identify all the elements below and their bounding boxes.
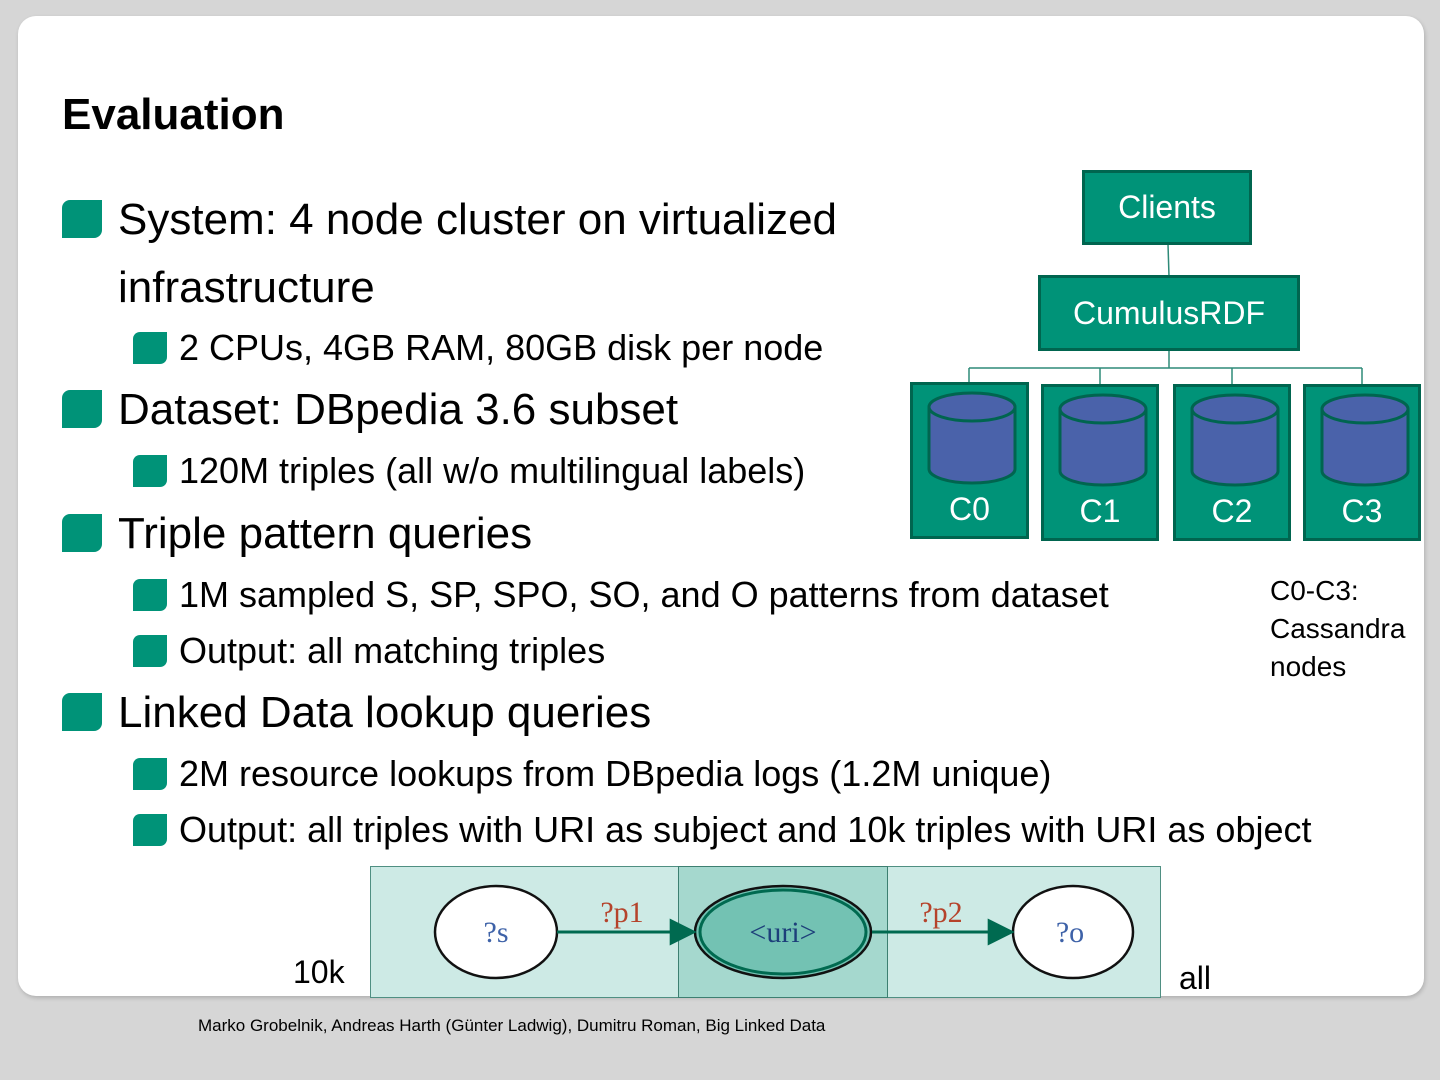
bullet-triple-sub2-text: Output: all matching triples bbox=[179, 630, 606, 671]
node-label: C2 bbox=[1211, 493, 1253, 529]
bullet-dataset-text: Dataset: DBpedia 3.6 subset bbox=[118, 385, 679, 434]
bullet-linked: Linked Data lookup queries bbox=[62, 679, 651, 747]
slide-footer: Marko Grobelnik, Andreas Harth (Günter L… bbox=[198, 1016, 826, 1035]
bullet-system-sub-text: 2 CPUs, 4GB RAM, 80GB disk per node bbox=[179, 327, 824, 368]
cumulusrdf-label: CumulusRDF bbox=[1072, 294, 1266, 331]
bullet-dataset-sub-text: 120M triples (all w/o multilingual label… bbox=[179, 450, 806, 491]
bullet-marker bbox=[133, 332, 167, 364]
limit-label-all: all bbox=[1179, 960, 1212, 996]
object-label: ?o bbox=[1056, 916, 1084, 949]
bullet-marker bbox=[133, 758, 167, 790]
database-icon bbox=[1320, 393, 1410, 487]
cassandra-node-c2: C2 bbox=[1173, 384, 1291, 541]
bullet-linked-sub2: Output: all triples with URI as subject … bbox=[133, 806, 1333, 854]
cassandra-node-c0: C0 bbox=[910, 382, 1029, 539]
subject-label: ?s bbox=[484, 916, 509, 949]
bullet-linked-sub1: 2M resource lookups from DBpedia logs (1… bbox=[133, 750, 1051, 798]
bullet-marker bbox=[133, 814, 167, 846]
bullet-triple-sub1: 1M sampled S, SP, SPO, SO, and O pattern… bbox=[133, 571, 1109, 619]
bullet-system: System: 4 node cluster on virtualized in… bbox=[62, 186, 922, 322]
connector-clients-cumulus bbox=[1167, 243, 1170, 277]
node-label: C1 bbox=[1079, 493, 1121, 529]
bullet-marker bbox=[62, 514, 102, 552]
database-icon bbox=[1058, 393, 1148, 487]
bullet-marker bbox=[62, 693, 102, 731]
clients-label: Clients bbox=[1118, 189, 1216, 225]
bullet-triple-sub1-text: 1M sampled S, SP, SPO, SO, and O pattern… bbox=[179, 574, 1109, 615]
bullet-triple: Triple pattern queries bbox=[62, 500, 532, 568]
bullet-marker bbox=[133, 635, 167, 667]
bullet-linked-text: Linked Data lookup queries bbox=[118, 688, 652, 737]
cassandra-caption: C0-C3: Cassandra nodes bbox=[1270, 575, 1406, 682]
bullet-linked-sub2-text: Output: all triples with URI as subject … bbox=[179, 809, 1312, 850]
bullet-dataset: Dataset: DBpedia 3.6 subset bbox=[62, 376, 678, 444]
uri-label: <uri> bbox=[749, 916, 816, 949]
pred1-label: ?p1 bbox=[600, 896, 643, 929]
bullet-triple-text: Triple pattern queries bbox=[118, 509, 533, 558]
pred2-label: ?p2 bbox=[919, 896, 962, 929]
bullet-system-sub: 2 CPUs, 4GB RAM, 80GB disk per node bbox=[133, 324, 823, 372]
bullet-marker bbox=[62, 200, 102, 238]
database-icon bbox=[1190, 393, 1280, 487]
cumulusrdf-box: CumulusRDF bbox=[1038, 275, 1300, 351]
limit-label-10k: 10k bbox=[293, 954, 345, 990]
clients-box: Clients bbox=[1082, 170, 1252, 245]
bullet-system-text: System: 4 node cluster on virtualized in… bbox=[118, 195, 838, 312]
database-icon bbox=[927, 391, 1017, 485]
cassandra-node-c1: C1 bbox=[1041, 384, 1159, 541]
bullet-marker bbox=[62, 390, 102, 428]
bullet-dataset-sub: 120M triples (all w/o multilingual label… bbox=[133, 447, 805, 495]
bullet-marker bbox=[133, 579, 167, 611]
cassandra-node-c3: C3 bbox=[1303, 384, 1421, 541]
node-label: C0 bbox=[949, 491, 990, 527]
bullet-linked-sub1-text: 2M resource lookups from DBpedia logs (1… bbox=[179, 753, 1052, 794]
bullet-triple-sub2: Output: all matching triples bbox=[133, 627, 605, 675]
slide-title: Evaluation bbox=[62, 90, 285, 139]
bullet-marker bbox=[133, 455, 167, 487]
node-label: C3 bbox=[1341, 493, 1383, 529]
